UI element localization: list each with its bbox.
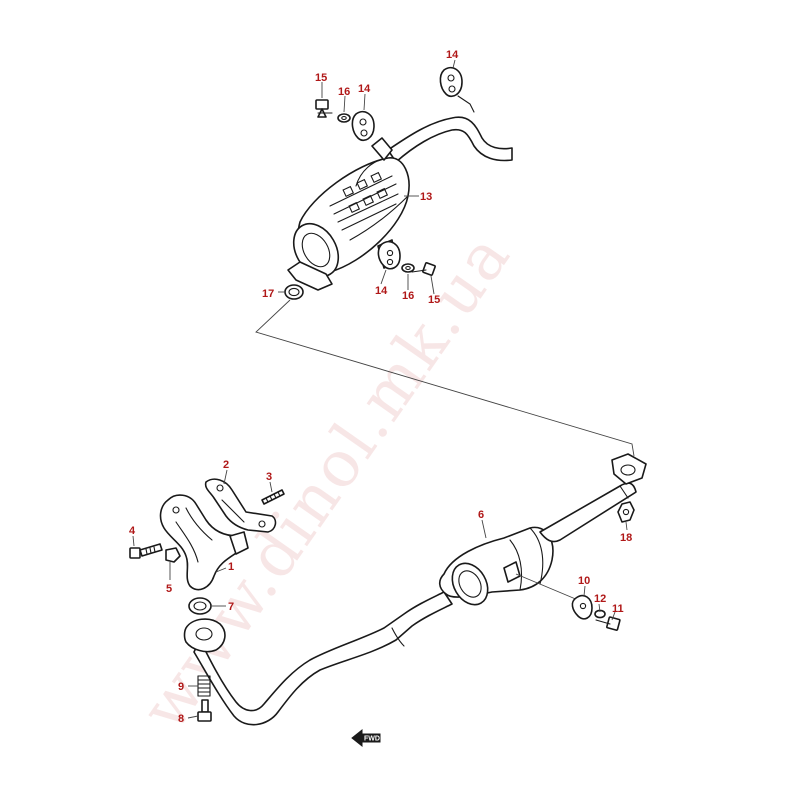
callout-18: 18 xyxy=(620,532,632,544)
callout-15-mid: 15 xyxy=(428,294,440,306)
muffler-ribs xyxy=(329,171,399,231)
stud-3 xyxy=(261,489,285,505)
bolt-mid xyxy=(411,262,436,276)
callout-1: 1 xyxy=(228,561,234,573)
callout-7: 7 xyxy=(228,601,234,613)
callout-14-top-left: 14 xyxy=(358,83,371,95)
washer-top xyxy=(337,113,351,123)
bolt-11 xyxy=(595,616,621,631)
rear-joint-flange xyxy=(611,453,647,485)
exhaust-manifold-1 xyxy=(159,494,249,591)
rubber-hanger-mid xyxy=(377,240,401,270)
callout-14-mid: 14 xyxy=(375,285,388,297)
nut-5 xyxy=(165,547,181,563)
washer-mid xyxy=(401,263,415,273)
rear-tailpipe xyxy=(387,116,513,163)
rubber-hanger-top-left xyxy=(351,110,375,142)
callout-16-mid: 16 xyxy=(402,290,414,302)
gasket-ring-17 xyxy=(284,284,304,300)
callout-10: 10 xyxy=(578,575,590,587)
front-pipe-flange xyxy=(183,618,226,653)
callout-labels: 1 2 3 4 5 6 7 8 9 10 11 12 13 14 14 14 1… xyxy=(129,49,632,725)
callout-15-top: 15 xyxy=(315,72,327,84)
callout-16-top: 16 xyxy=(338,86,350,98)
connection-guide-line xyxy=(255,299,635,457)
callout-4: 4 xyxy=(129,525,136,537)
leader-lines xyxy=(132,59,628,719)
callout-9: 9 xyxy=(178,681,184,693)
callout-12: 12 xyxy=(594,593,606,605)
callout-8: 8 xyxy=(178,713,184,725)
callout-2: 2 xyxy=(223,459,229,471)
bolt-8 xyxy=(197,699,212,722)
front-marker-label: FWD xyxy=(364,736,380,743)
callout-6: 6 xyxy=(478,509,484,521)
callout-17: 17 xyxy=(262,288,274,300)
callout-14-top-right: 14 xyxy=(446,49,459,61)
callout-11: 11 xyxy=(612,603,624,615)
heat-shield-2 xyxy=(204,478,277,533)
nut-18 xyxy=(617,501,635,523)
center-muffler-6 xyxy=(438,526,554,606)
front-direction-marker: FWD xyxy=(351,728,381,748)
muffler-inlet-flange xyxy=(287,261,333,291)
callout-5: 5 xyxy=(166,583,172,595)
front-exhaust-pipe xyxy=(193,591,453,726)
rubber-hanger-10 xyxy=(571,594,593,620)
rubber-hanger-top-right xyxy=(439,66,475,113)
bolt-4 xyxy=(129,543,163,559)
gasket-7 xyxy=(188,597,212,615)
muffler-hanger-bracket xyxy=(371,137,393,161)
callout-13: 13 xyxy=(420,191,432,203)
callout-3: 3 xyxy=(266,471,272,483)
bolt-top xyxy=(315,99,333,118)
